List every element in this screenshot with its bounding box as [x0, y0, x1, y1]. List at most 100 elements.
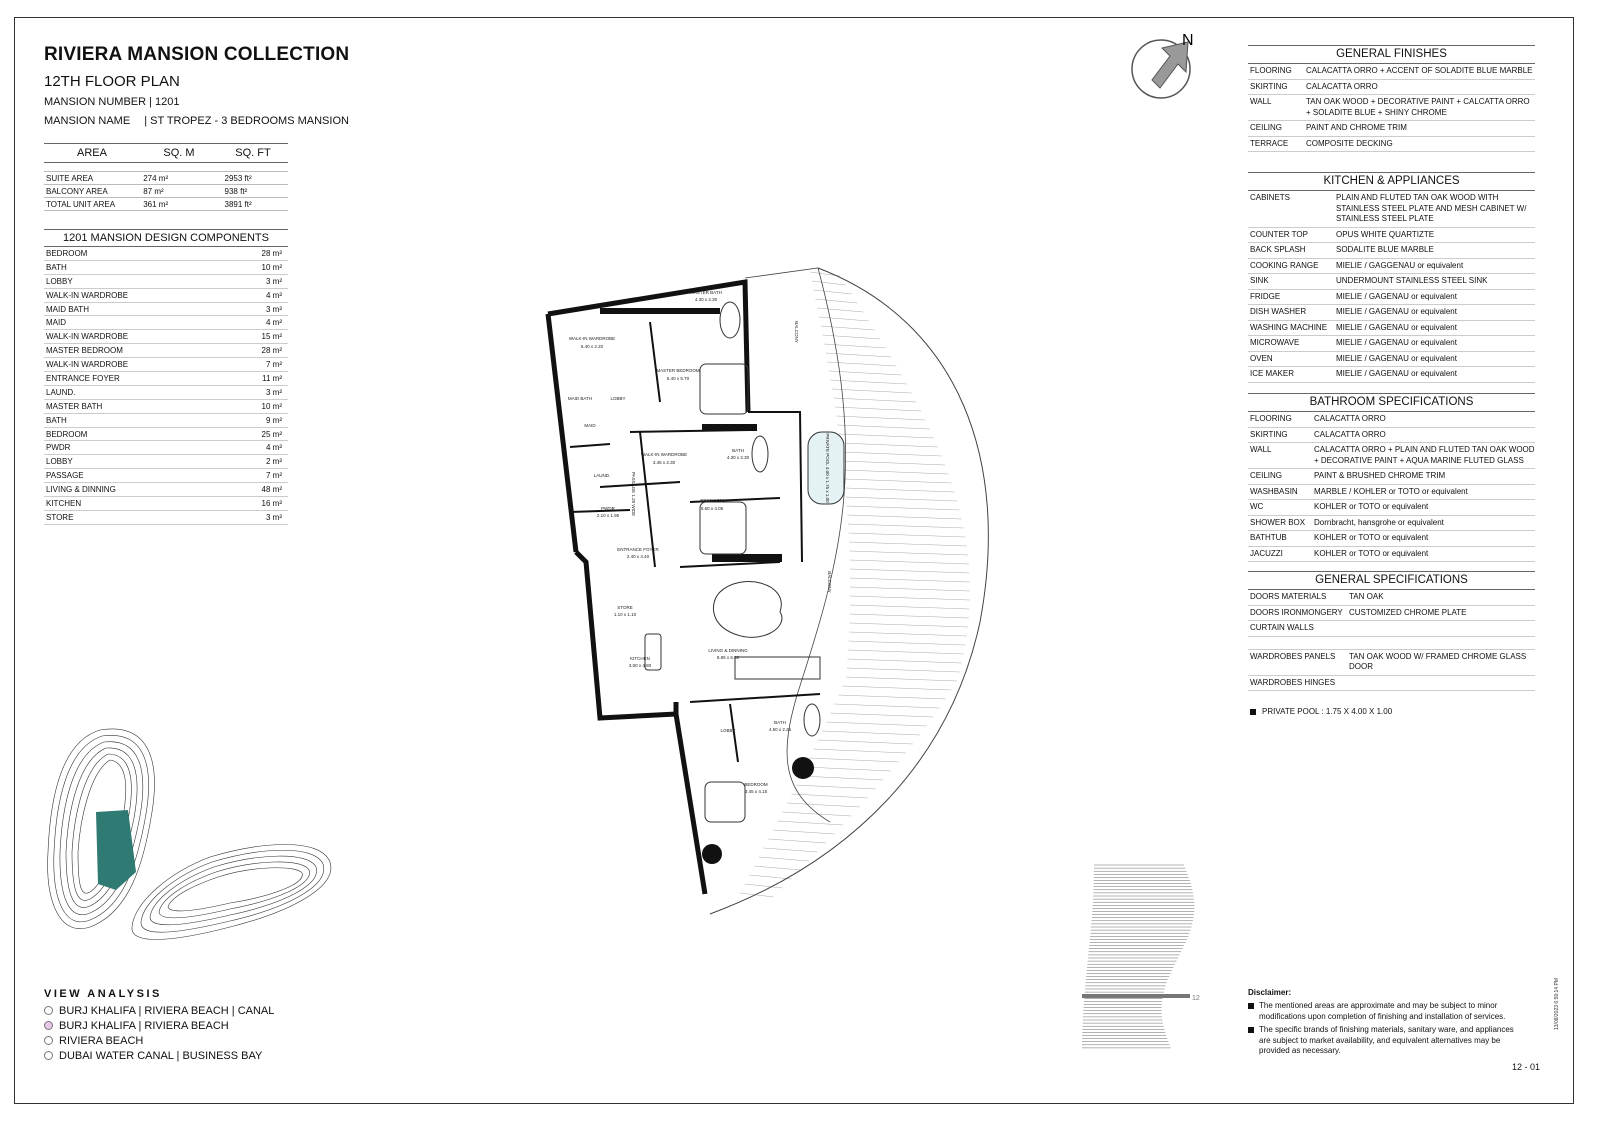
spec-key: COUNTER TOP	[1250, 229, 1308, 239]
component-area: 28 m²	[261, 248, 282, 258]
component-area: 3 m²	[266, 512, 282, 522]
mansion-name-value: | ST TROPEZ - 3 BEDROOMS MANSION	[144, 115, 349, 127]
spec-value: KOHLER or TOTO or equivalent	[1314, 533, 1429, 542]
spec-key: DOORS IRONMONGERY	[1250, 607, 1343, 617]
component-name: LOBBY	[46, 276, 73, 286]
svg-text:PASSAGE 1.20 WIDE: PASSAGE 1.20 WIDE	[631, 472, 636, 516]
legend-dot-icon	[44, 1006, 53, 1015]
svg-text:8.85 x 6.50: 8.85 x 6.50	[717, 655, 740, 660]
spec-key: SKIRTING	[1250, 429, 1288, 439]
spec-value	[1349, 623, 1535, 634]
component-name: MASTER BATH	[46, 401, 103, 411]
svg-text:5.60 x 4.05: 5.60 x 4.05	[701, 506, 724, 511]
spec-key: SINK	[1250, 276, 1269, 285]
disclaimer: Disclaimer: The mentioned areas are appr…	[1248, 988, 1518, 1060]
component-area: 9 m²	[266, 415, 282, 425]
spec-key: JACUZZI	[1250, 548, 1283, 558]
component-name: LOBBY	[46, 457, 73, 467]
bullet-icon	[1248, 1003, 1254, 1009]
page-number: 12 - 01	[1512, 1062, 1541, 1072]
svg-text:LAUND.: LAUND.	[594, 473, 611, 478]
spec-value: CUSTOMIZED CHROME PLATE	[1349, 607, 1467, 617]
spec-value: MIELIE / GAGENAU or equivalent	[1336, 307, 1457, 316]
component-area: 28 m²	[261, 346, 282, 356]
svg-text:BEDROOM: BEDROOM	[700, 498, 724, 503]
svg-text:1.10 x 1.10: 1.10 x 1.10	[614, 612, 637, 617]
legend-item: BURJ KHALIFA | RIVIERA BEACH	[44, 1018, 274, 1033]
section-title: BATHROOM SPECIFICATIONS	[1248, 393, 1535, 412]
spec-key	[1250, 639, 1349, 647]
component-area: 10 m²	[261, 401, 282, 411]
disclaimer-item: The specific brands of finishing materia…	[1248, 1025, 1518, 1057]
component-area: 7 m²	[266, 360, 282, 370]
spec-key: WARDROBES HINGES	[1250, 677, 1336, 687]
spec-key: CURTAIN WALLS	[1250, 623, 1314, 632]
spec-key: BATHTUB	[1250, 533, 1287, 542]
private-pool-note: PRIVATE POOL : 1.75 X 4.00 X 1.00	[1250, 707, 1392, 716]
spec-value: PLAIN AND FLUTED TAN OAK WOOD WITH STAIN…	[1336, 193, 1527, 223]
legend-item: BURJ KHALIFA | RIVIERA BEACH | CANAL	[44, 1003, 274, 1018]
spec-value: TAN OAK WOOD W/ FRAMED CHROME GLASS DOOR	[1349, 651, 1527, 672]
spec-value: CALACATTA ORRO + PLAIN AND FLUTED TAN OA…	[1314, 445, 1535, 465]
component-name: KITCHEN	[46, 498, 82, 508]
spec-value: MARBLE / KOHLER or TOTO or equivalent	[1314, 486, 1468, 496]
spec-key: OVEN	[1250, 353, 1273, 363]
unit-highlight	[96, 810, 136, 890]
spec-value: UNDERMOUNT STAINLESS STEEL SINK	[1336, 276, 1488, 285]
legend-dot-icon	[44, 1051, 53, 1060]
spec-value: COMPOSITE DECKING	[1306, 138, 1393, 148]
svg-text:KITCHEN: KITCHEN	[630, 656, 650, 661]
spec-value: MIELIE / GAGENAU or equivalent	[1336, 338, 1457, 347]
legend-item: RIVIERA BEACH	[44, 1033, 274, 1048]
svg-text:3.45 x 4.15: 3.45 x 4.15	[745, 789, 768, 794]
component-area: 11 m²	[262, 373, 282, 383]
spec-row: SINK UNDERMOUNT STAINLESS STEEL SINK	[1248, 274, 1535, 290]
spec-value: TAN OAK	[1349, 592, 1384, 601]
section-title: GENERAL SPECIFICATIONS	[1248, 571, 1535, 590]
mansion-name-label: MANSION NAME	[44, 115, 131, 127]
component-name: PWDR	[46, 443, 71, 453]
spec-row: CURTAIN WALLS	[1248, 621, 1535, 637]
legend-dot-icon	[44, 1021, 53, 1030]
component-name: BATH	[46, 262, 67, 272]
svg-text:BALCONY: BALCONY	[827, 571, 832, 593]
north-arrow-icon: N	[1131, 32, 1194, 99]
svg-text:MASTER BATH: MASTER BATH	[690, 290, 722, 295]
spec-value: CALACATTA ORRO + ACCENT OF SOLADITE BLUE…	[1306, 66, 1533, 75]
svg-text:STORE: STORE	[617, 605, 632, 610]
svg-text:2.40 x 4.40: 2.40 x 4.40	[627, 554, 650, 559]
component-area: 3 m²	[266, 276, 282, 286]
spec-row: BATHTUB KOHLER or TOTO or equivalent	[1248, 531, 1535, 547]
svg-text:LIVING & DINNING: LIVING & DINNING	[708, 648, 748, 653]
spec-value: MIELIE / GAGENAU or equivalent	[1336, 291, 1457, 301]
project-title: RIVIERA MANSION COLLECTION	[44, 44, 350, 65]
site-key-plan	[47, 728, 332, 940]
svg-text:ENTRANCE FOYER: ENTRANCE FOYER	[617, 547, 659, 552]
area-table-header: AREA SQ. M SQ. FT	[44, 143, 288, 163]
